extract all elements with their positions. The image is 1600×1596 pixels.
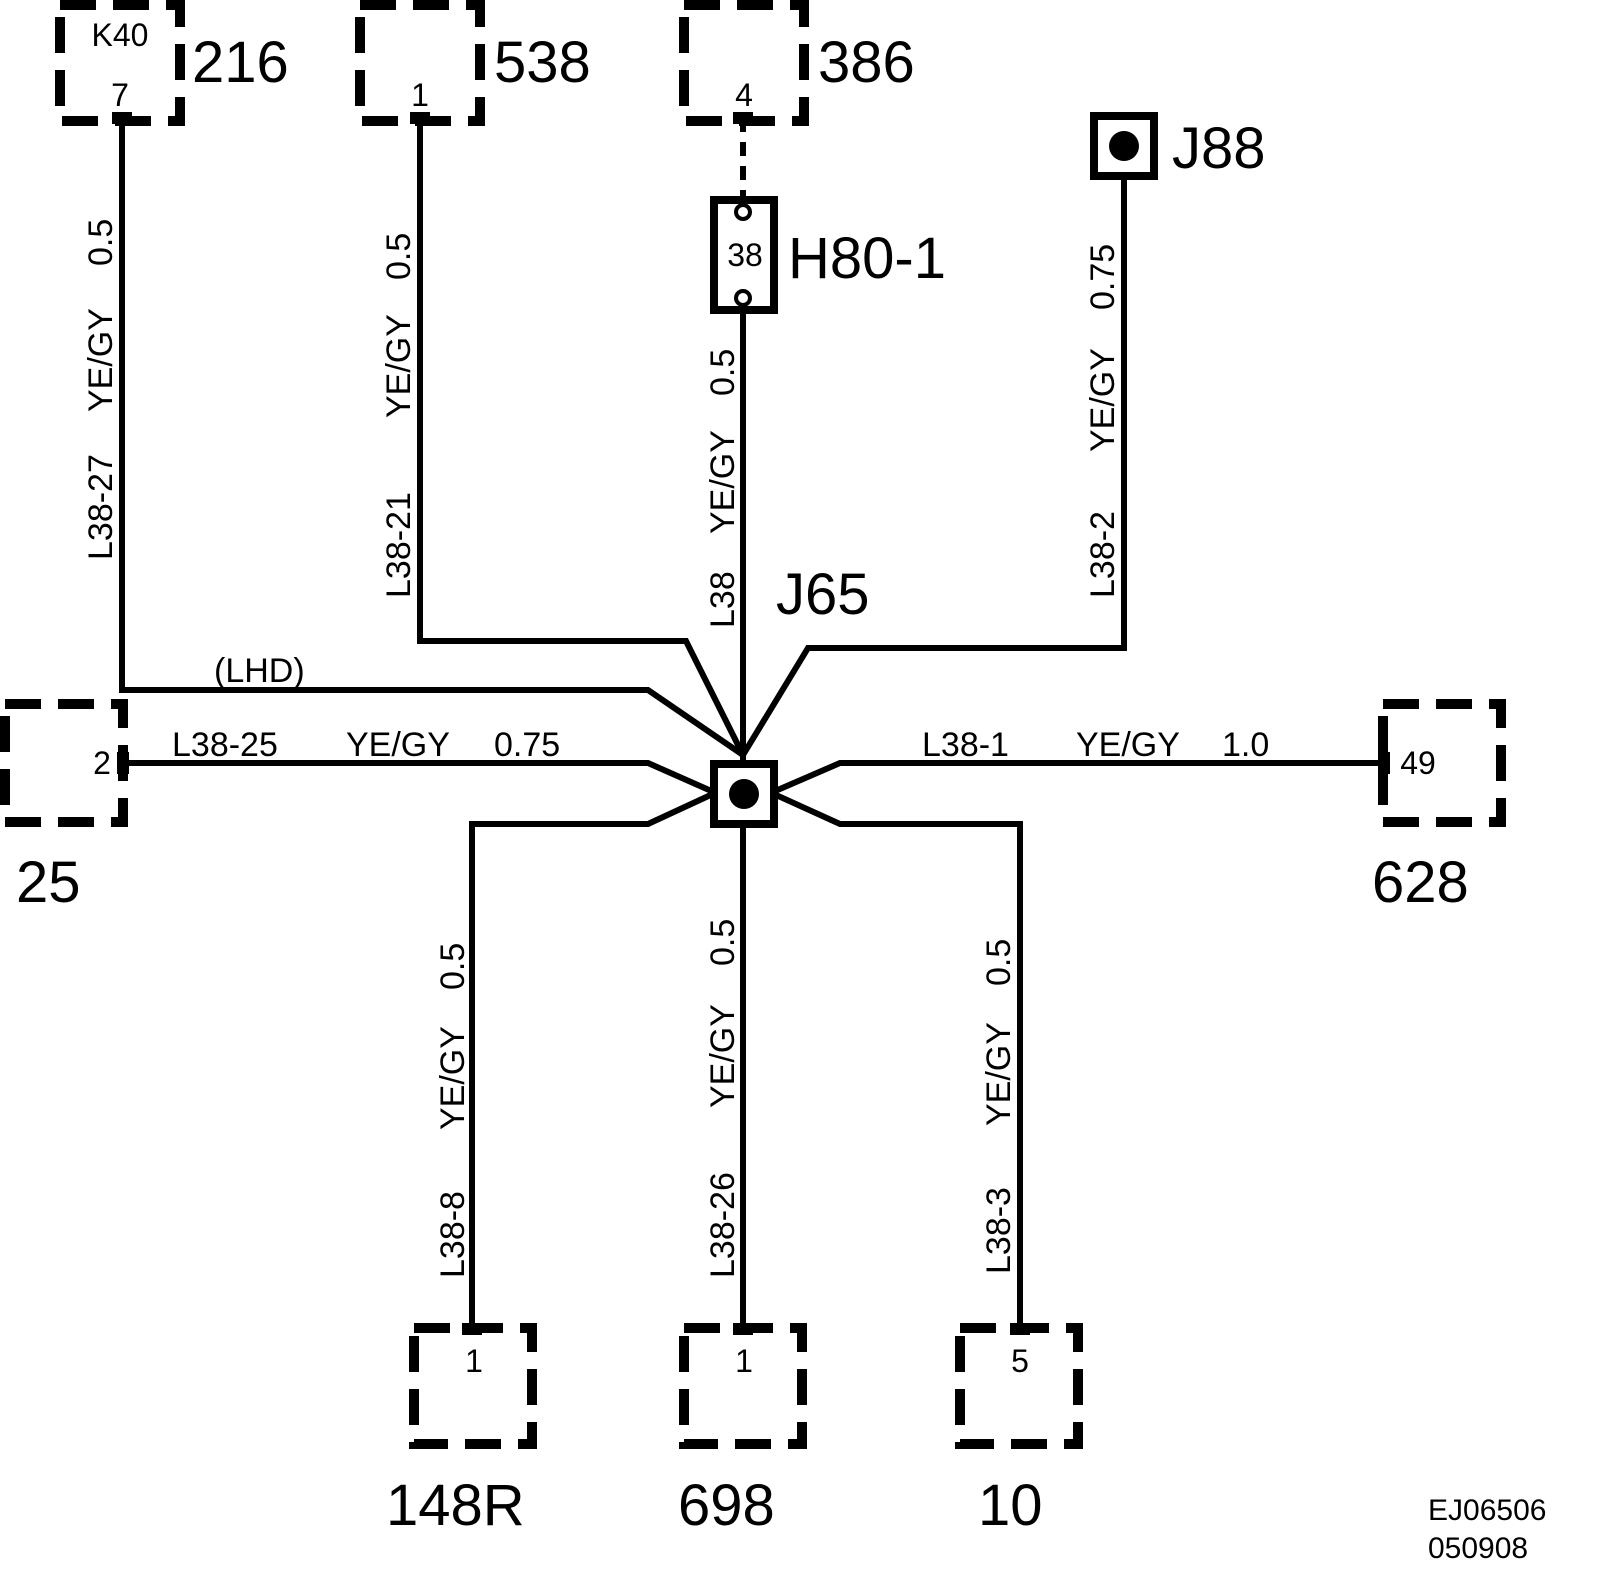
wire-color-l38: YE/GY [704, 430, 742, 534]
wire-size-l38-8: 0.5 [434, 943, 472, 990]
wire-size-l38-21: 0.5 [380, 233, 418, 280]
pin-number-386: 4 [735, 77, 753, 113]
connector-label-386: 386 [818, 30, 915, 95]
wire-size-l38-2: 0.75 [1084, 244, 1122, 310]
connector-label-698: 698 [678, 1473, 775, 1538]
inline-connector-pin-top [734, 203, 752, 221]
connector-label-10: 10 [978, 1473, 1043, 1538]
pin-number-25: 2 [93, 745, 111, 781]
wire-circuit-l38-26: L38-26 [704, 1172, 742, 1278]
connector-label-216: 216 [192, 30, 289, 95]
splice-j65-box [710, 760, 778, 828]
reference-date: 050908 [1428, 1532, 1528, 1565]
pin-terminal-216 [112, 112, 132, 124]
pin-terminal-538 [410, 112, 430, 124]
wire-l38-3 [741, 777, 1023, 1330]
wire-l38-1 [741, 760, 1385, 808]
wire-circuit-l38-8: L38-8 [434, 1191, 472, 1278]
wire-color-l38-8: YE/GY [434, 1026, 472, 1130]
pin-number-148r: 1 [465, 1343, 483, 1379]
wire-circuit-l38-25: L38-25 [172, 726, 278, 764]
splice-j65-dot [729, 779, 759, 809]
wire-size-l38-25: 0.75 [494, 726, 560, 764]
pin-number-698: 1 [735, 1343, 753, 1379]
splice-label-j65: J65 [776, 562, 870, 627]
pin-number-538: 1 [411, 77, 429, 113]
inline-connector-pin-bottom [734, 289, 752, 307]
wire-size-l38-1: 1.0 [1222, 726, 1269, 764]
wire-l38-2 [740, 178, 1127, 757]
connector-label-628: 628 [1372, 850, 1469, 915]
pin-terminal-698 [733, 1323, 753, 1335]
pin-terminal-628 [1378, 752, 1390, 774]
wire-size-l38-3: 0.5 [980, 939, 1018, 986]
inline-connector-pin-number: 38 [727, 237, 763, 273]
pin-terminal-10 [1010, 1323, 1030, 1335]
connector-sublabel-k40: K40 [92, 17, 149, 53]
connector-label-148r: 148R [386, 1473, 525, 1538]
wire-color-l38-1: YE/GY [1076, 726, 1180, 764]
reference-code: EJ06506 [1428, 1494, 1546, 1527]
wire-size-l38: 0.5 [704, 349, 742, 396]
connector-label-25: 25 [16, 850, 81, 915]
pin-number-216: 7 [111, 77, 129, 113]
wire-circuit-l38-3: L38-3 [980, 1187, 1018, 1274]
variant-note-lhd: (LHD) [214, 652, 305, 690]
wire-l38-21 [417, 118, 746, 757]
wire-circuit-l38: L38 [704, 571, 742, 628]
pin-terminal-148r [462, 1323, 482, 1335]
wire-color-l38-25: YE/GY [346, 726, 450, 764]
pin-terminal-25 [117, 752, 129, 774]
wire-l38-27 [119, 118, 745, 758]
wire-circuit-l38-27: L38-27 [82, 454, 120, 560]
wire-l38-8 [469, 777, 745, 1330]
wire-circuit-l38-21: L38-21 [380, 492, 418, 598]
wire-color-l38-21: YE/GY [380, 314, 418, 418]
wire-size-l38-27: 0.5 [82, 219, 120, 266]
wire-color-l38-27: YE/GY [82, 308, 120, 412]
connector-label-538: 538 [494, 30, 591, 95]
splice-label-j88: J88 [1172, 116, 1266, 181]
pin-number-10: 5 [1011, 1343, 1029, 1379]
connector-628 [1378, 699, 1506, 827]
pin-terminal-386 [733, 112, 753, 124]
wire-size-l38-26: 0.5 [704, 919, 742, 966]
wire-color-l38-26: YE/GY [704, 1004, 742, 1108]
wire-color-l38-3: YE/GY [980, 1022, 1018, 1126]
wire-circuit-l38-2: L38-2 [1084, 511, 1122, 598]
wire-color-l38-2: YE/GY [1084, 348, 1122, 452]
wire-l38-25 [120, 760, 745, 808]
pin-number-628: 49 [1400, 745, 1436, 781]
splice-j88-dot [1109, 131, 1139, 161]
inline-connector-label: H80-1 [788, 226, 946, 291]
wire-circuit-l38-1: L38-1 [922, 726, 1009, 764]
